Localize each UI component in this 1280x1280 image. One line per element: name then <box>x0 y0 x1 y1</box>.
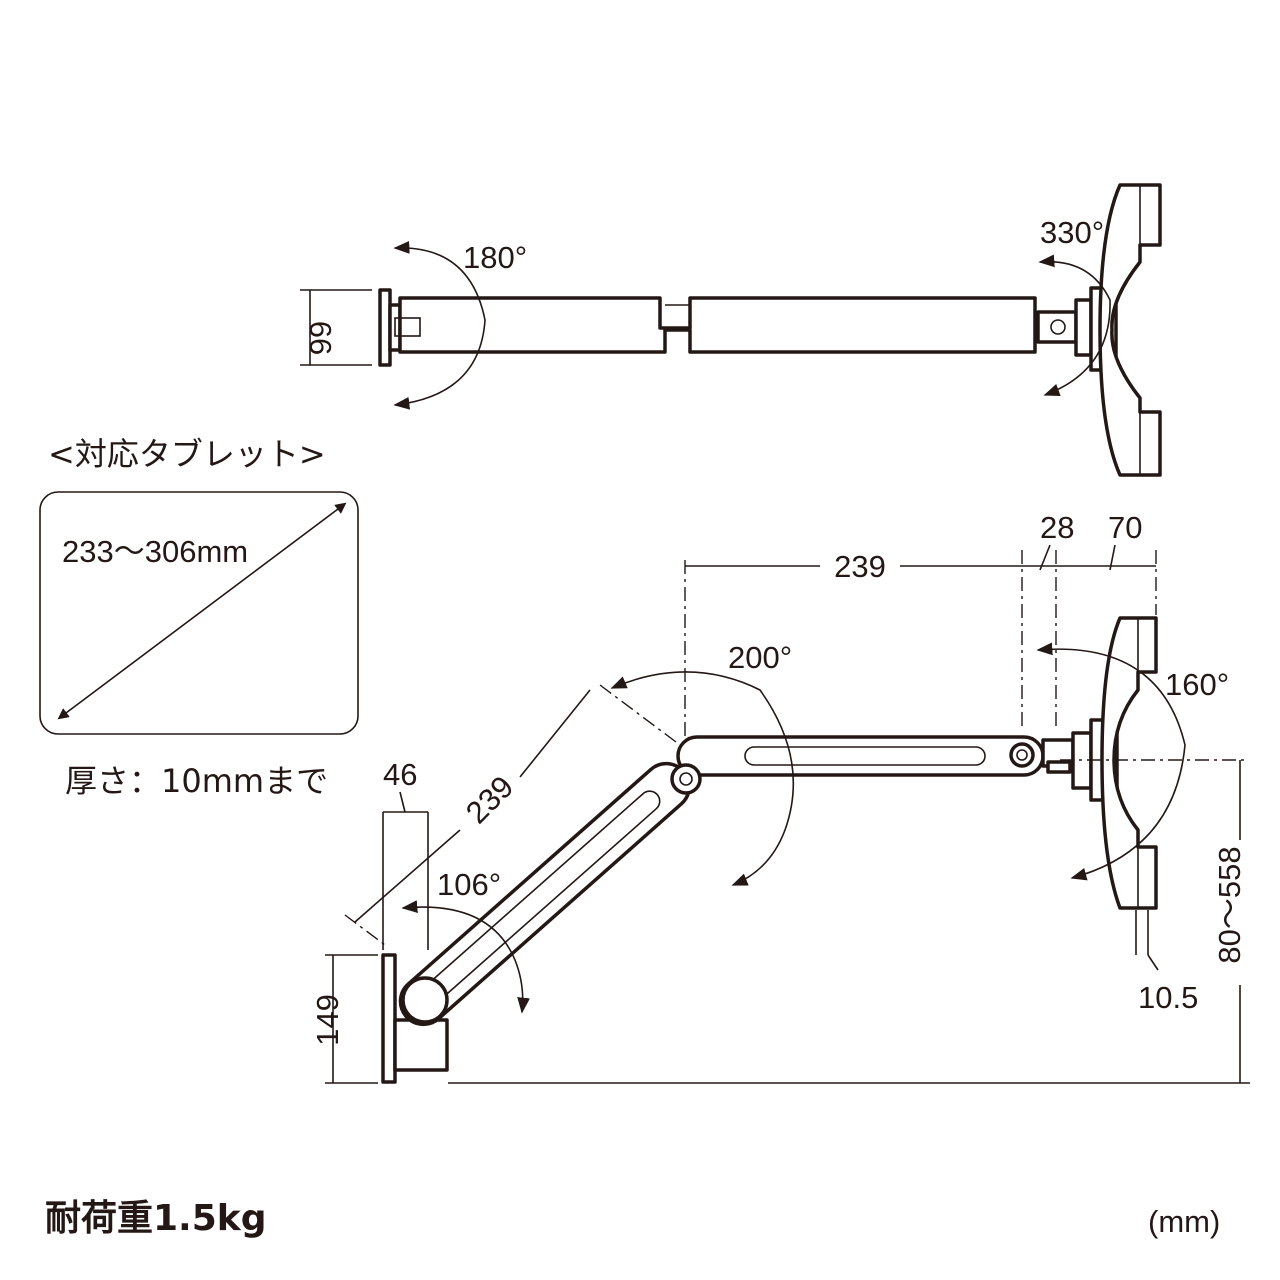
angle-label-180: 180° <box>463 240 527 275</box>
angle-label-200: 200° <box>728 640 792 675</box>
dimension-70: 70 <box>1108 510 1142 545</box>
elbow-joint <box>670 763 702 795</box>
load-capacity-label: 耐荷重1.5kg <box>45 1198 267 1239</box>
rotation-arrow-200 <box>610 671 795 886</box>
dimension-80-558: 80〜558 <box>1212 846 1247 963</box>
dimension-149: 149 <box>310 994 345 1046</box>
rotation-arrow-330 <box>1038 254 1111 396</box>
upper-arm <box>676 735 1045 777</box>
wall-plate-side <box>381 953 397 1084</box>
dimension-28: 28 <box>1040 510 1074 545</box>
swivel-joint-top <box>1036 310 1078 344</box>
tablet-holder-top <box>1098 183 1162 477</box>
supported-tablet-title: <対応タブレット> <box>48 435 326 473</box>
tablet-diagonal-range: 233〜306mm <box>62 534 248 569</box>
angle-label-106: 106° <box>437 867 501 902</box>
rotation-arrow-160 <box>1036 642 1186 881</box>
top-view: 180° 330° 66 <box>300 183 1162 477</box>
arm-top <box>398 296 1037 354</box>
dimension-46: 46 <box>383 757 417 792</box>
supported-tablet-box: <対応タブレット> 233〜306mm 厚さ：10mmまで <box>39 435 359 800</box>
unit-label: (mm) <box>1148 1204 1220 1239</box>
angle-label-330: 330° <box>1040 215 1104 250</box>
rotation-arrow-180 <box>393 241 486 410</box>
dimension-66: 66 <box>303 321 338 355</box>
base-block <box>393 1018 449 1072</box>
dimension-10-5: 10.5 <box>1138 980 1198 1015</box>
dimension-upper-arm-239: 239 <box>834 549 886 584</box>
dimension-lower-arm-239: 239 <box>459 769 520 830</box>
diagonal-arrow <box>57 502 347 720</box>
tablet-thickness-limit: 厚さ：10mmまで <box>65 762 328 800</box>
angle-label-160: 160° <box>1165 667 1229 702</box>
side-view: 239 28 70 160° <box>310 510 1250 1084</box>
tablet-holder-side <box>1100 616 1158 910</box>
rotation-arrow-106 <box>401 900 530 1014</box>
